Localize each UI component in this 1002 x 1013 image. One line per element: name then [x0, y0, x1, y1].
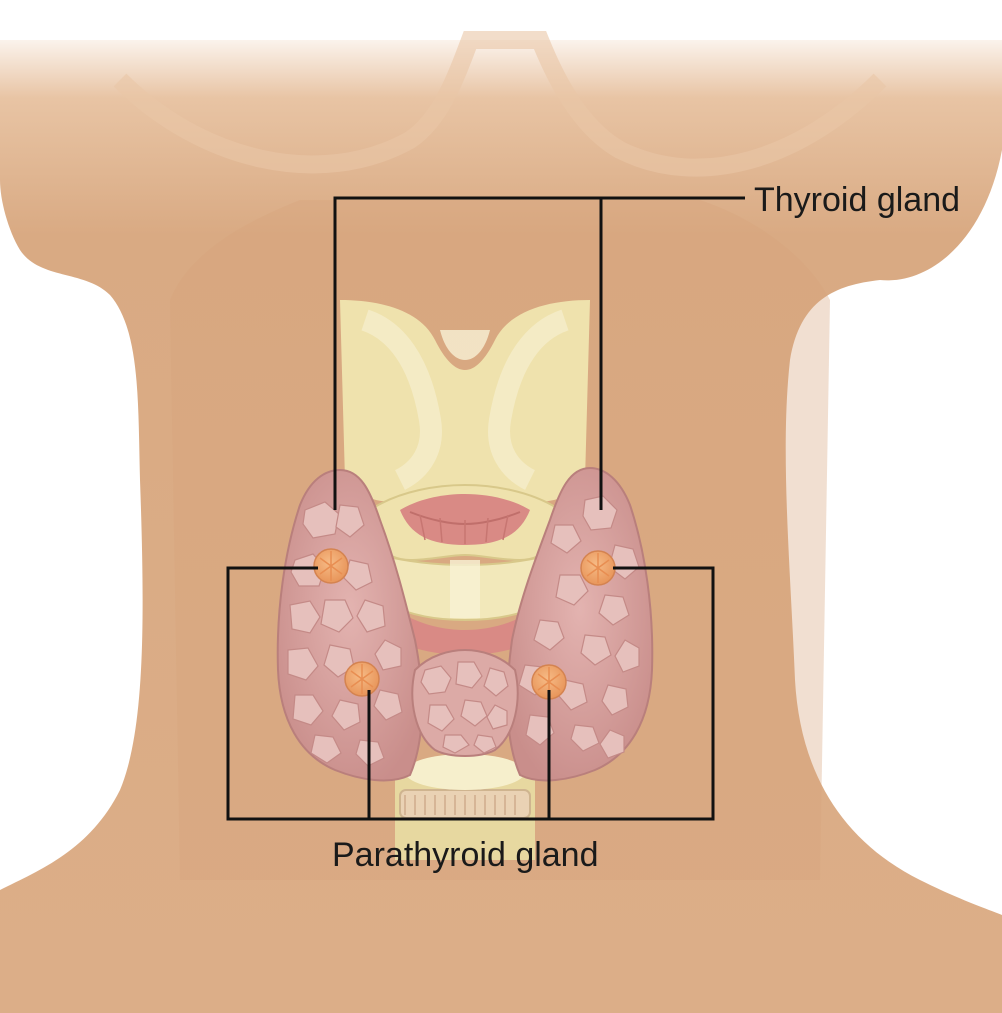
thyroid-gland-label: Thyroid gland: [754, 181, 961, 219]
thyroid-lobules-isthmus: [420, 661, 509, 754]
thyroid-leader-lines: [333, 196, 745, 510]
shoulder-shading: [113, 31, 887, 177]
thyroid-lobules-right: [518, 495, 640, 759]
parathyroid-upper-left: [313, 548, 349, 584]
parathyroid-lower-left: [344, 661, 380, 697]
thyroid-lobules-left: [287, 501, 403, 767]
parathyroid-leader-lines: [226, 566, 715, 821]
parathyroid-gland-label: Parathyroid gland: [332, 836, 599, 874]
parathyroid-upper-right: [580, 550, 616, 586]
